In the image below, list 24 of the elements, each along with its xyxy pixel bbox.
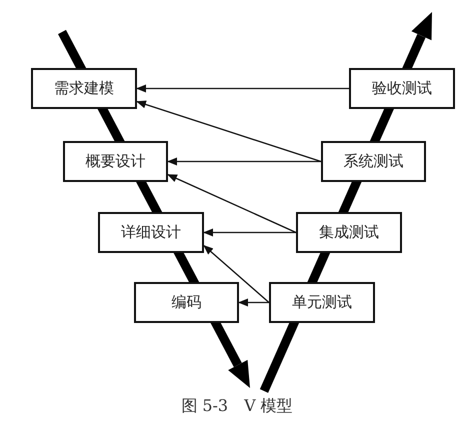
box-label: 编码: [172, 293, 202, 312]
arrow: [203, 228, 296, 236]
box-label: 单元测试: [292, 293, 352, 312]
process-box: [134, 282, 239, 323]
process-box: [349, 68, 455, 109]
box-label: 概要设计: [86, 152, 146, 171]
arrow: [136, 84, 349, 92]
box-label: 验收测试: [372, 79, 432, 98]
process-box: [63, 141, 168, 182]
box-label: 集成测试: [319, 223, 379, 242]
arrow: [203, 244, 270, 303]
box-label: 详细设计: [121, 223, 181, 242]
process-box: [269, 282, 375, 323]
process-box: [98, 212, 204, 253]
arrow: [238, 298, 269, 306]
process-box: [31, 68, 137, 109]
process-box: [321, 141, 426, 182]
figure-caption: 图 5-3 V 模型: [181, 396, 293, 415]
arrow: [136, 100, 322, 162]
process-box: [296, 212, 402, 253]
box-label: 系统测试: [344, 152, 404, 171]
arrow: [167, 174, 296, 234]
box-label: 需求建模: [54, 79, 114, 98]
arrow: [167, 158, 321, 166]
